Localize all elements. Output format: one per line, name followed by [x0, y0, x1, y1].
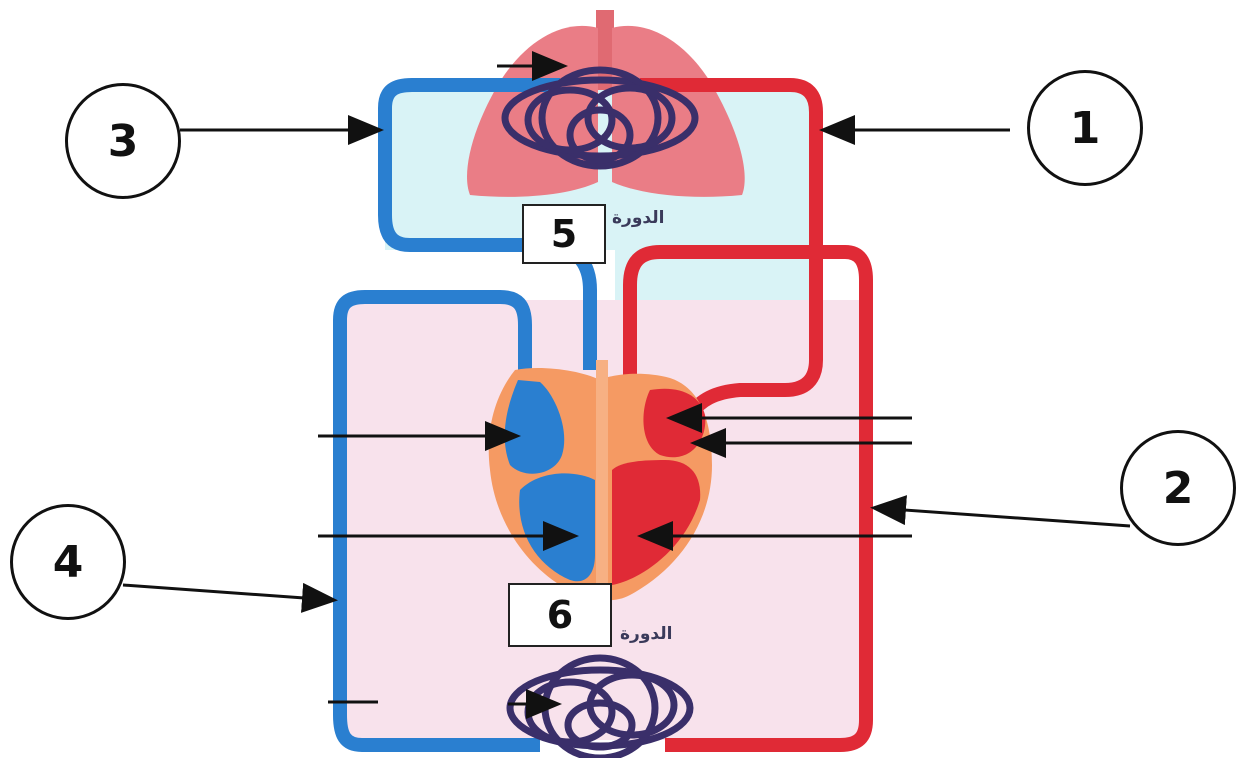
- systemic-circulation-text: الدورة: [620, 624, 672, 644]
- label-box-5: 5: [522, 204, 606, 264]
- label-circle-3: 3: [65, 83, 181, 199]
- label-box-6: 6: [508, 583, 612, 647]
- pulmonary-circulation-text: الدورة: [612, 208, 664, 228]
- label-circle-1: 1: [1027, 70, 1143, 186]
- label-circle-4: 4: [10, 504, 126, 620]
- label-circle-2: 2: [1120, 430, 1236, 546]
